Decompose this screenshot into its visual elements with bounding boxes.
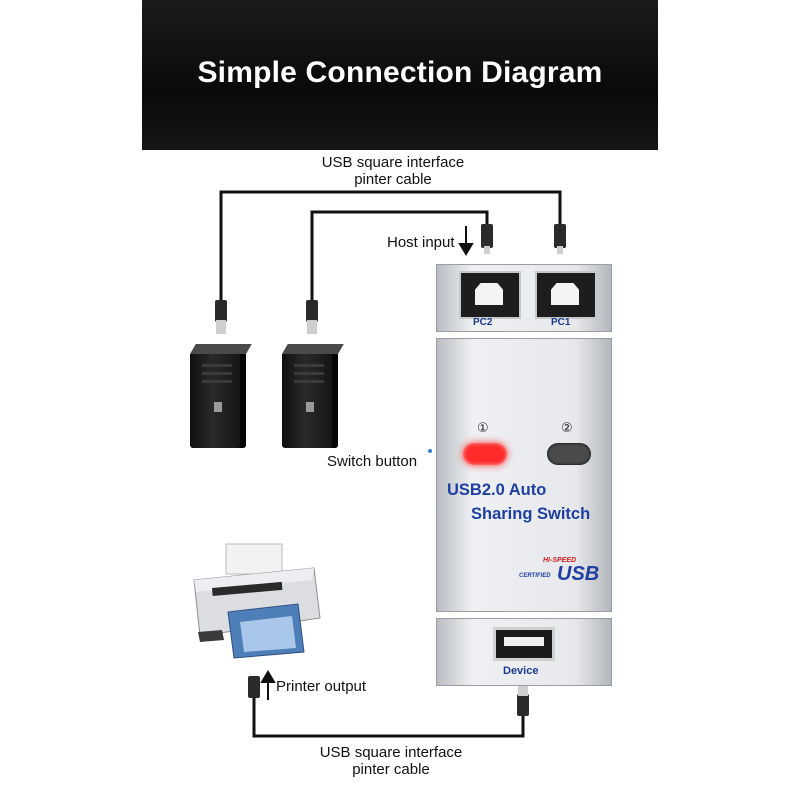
cable-pc2: [310, 210, 489, 310]
host-input-label: Host input: [387, 234, 455, 251]
printer-output-label: Printer output: [276, 678, 367, 695]
usb-logo-text: USB: [557, 563, 600, 585]
led-number-1: ①: [477, 421, 489, 436]
top-cable-label-line1: USB square interface: [321, 154, 465, 171]
usb-logo-certified: CERTIFIED: [519, 573, 551, 579]
usb-b-port-pc1[interactable]: [535, 271, 597, 319]
switch-button-label: Switch button: [327, 453, 418, 470]
printer-icon: [193, 543, 321, 659]
port-label-device: Device: [503, 665, 539, 677]
bottom-cable-label-line1: USB square interface: [319, 744, 463, 761]
diagram-title: Simple Connection Diagram: [197, 56, 603, 89]
port-label-pc1: PC1: [551, 317, 571, 328]
cable-pc1: [219, 190, 562, 310]
computer-tower-1: [190, 344, 252, 448]
switch-host-ports-panel: PC2 PC1: [436, 264, 612, 332]
usb-a-port-device[interactable]: [493, 627, 555, 661]
brand-line-1: USB2.0 Auto: [447, 481, 547, 499]
bottom-cable-label-line2: pinter cable: [352, 761, 430, 778]
computer-tower-2: [282, 344, 344, 448]
usb-logo-hi-speed: HI-SPEED: [543, 557, 577, 564]
usb-b-port-pc2[interactable]: [459, 271, 521, 319]
usb-hi-speed-logo: HI-SPEED CERTIFIED USB: [519, 557, 609, 591]
led-number-2: ②: [561, 421, 573, 436]
switch-button-pc1-active[interactable]: [463, 443, 507, 465]
brand-line-2: Sharing Switch: [471, 505, 591, 523]
top-cable-label-line2: pinter cable: [354, 171, 432, 188]
switch-main-body: ① ② USB2.0 Auto Sharing Switch HI-SPEED …: [436, 338, 612, 612]
header-banner: Simple Connection Diagram: [142, 0, 658, 150]
port-label-pc2: PC2: [473, 317, 493, 328]
bottom-cable-label: USB square interface pinter cable: [298, 744, 484, 778]
switch-device-port-panel: Device: [436, 618, 612, 686]
top-cable-label: USB square interface pinter cable: [300, 154, 486, 188]
switch-button-pc2[interactable]: [547, 443, 591, 465]
cable-printer: [252, 690, 525, 738]
